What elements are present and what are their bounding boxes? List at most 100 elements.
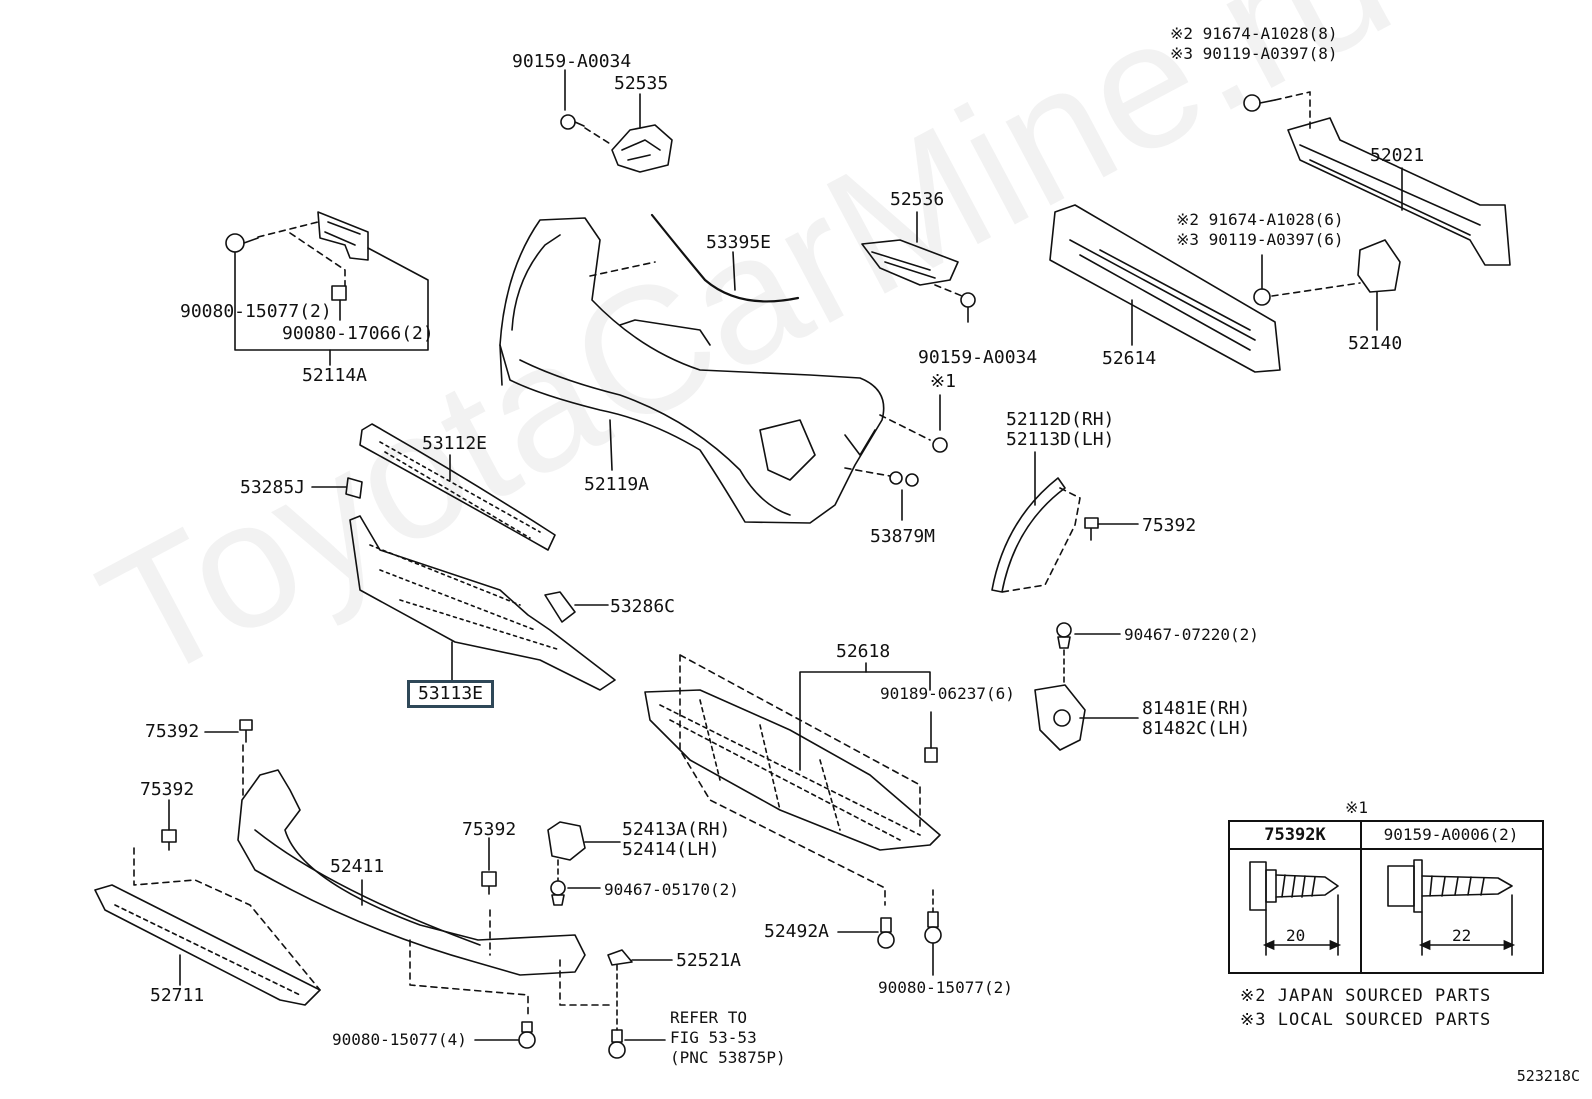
label-81481E: 81481E(RH) bbox=[1142, 698, 1251, 719]
label-90119-A0397-8: ※3 90119-A0397(8) bbox=[1170, 44, 1338, 63]
legend-divider bbox=[1360, 822, 1362, 972]
leader-52119A bbox=[609, 419, 613, 471]
legend-mark: ※1 bbox=[1345, 798, 1369, 817]
absorber-52614-shape bbox=[1049, 204, 1281, 373]
leader-53395E bbox=[732, 251, 736, 291]
grille-53113E-shape bbox=[349, 515, 616, 691]
bolt-91674-top-shape bbox=[1243, 94, 1276, 112]
leader-52618-box bbox=[799, 671, 931, 771]
dash-52114A bbox=[257, 221, 346, 287]
leader-52114A-box bbox=[234, 247, 429, 351]
label-refer-to: REFER TO bbox=[670, 1008, 748, 1027]
label-fig-53-53[interactable]: FIG 53-53 bbox=[670, 1028, 757, 1047]
label-90159-A0034-mid: 90159-A0034 bbox=[918, 347, 1038, 368]
bolt-90080-15077-4-shape bbox=[518, 1021, 536, 1049]
label-90119-A0397-6: ※3 90119-A0397(6) bbox=[1176, 230, 1344, 249]
clip-75392-c-shape bbox=[481, 871, 497, 895]
label-52711: 52711 bbox=[150, 985, 205, 1006]
label-75392-a: 75392 bbox=[145, 721, 200, 742]
legend-dim-22: 22 bbox=[1452, 926, 1472, 945]
note-japan-sourced: ※2 JAPAN SOURCED PARTS bbox=[1240, 986, 1492, 1006]
bracket-81481E-shape bbox=[1034, 684, 1086, 751]
clip-90467-07220-shape bbox=[1056, 622, 1072, 686]
dash-52021 bbox=[1274, 91, 1311, 131]
clip-90467-05170-shape bbox=[550, 859, 566, 906]
label-90080-17066-2: 90080-17066(2) bbox=[282, 323, 434, 344]
label-52413A: 52413A(RH) bbox=[622, 819, 731, 840]
bolt-ref-53-53-shape bbox=[608, 964, 626, 1059]
dash-52536 bbox=[934, 284, 963, 297]
bracket-52413A-shape bbox=[547, 821, 586, 861]
label-52618: 52618 bbox=[836, 641, 891, 662]
bracket-52114A-shape bbox=[317, 211, 369, 301]
dash-52140 bbox=[1271, 282, 1361, 297]
label-90189-06237: 90189-06237(6) bbox=[880, 684, 1015, 703]
legend-screw-90159-A0006-shape bbox=[1387, 859, 1516, 956]
clip-52521A-shape bbox=[607, 949, 633, 966]
cover-53286C-shape bbox=[544, 591, 576, 623]
reinforcement-52021-shape bbox=[1287, 117, 1511, 266]
legend-table: 75392K 90159-A0006(2) 20 22 bbox=[1228, 820, 1544, 974]
label-52614: 52614 bbox=[1102, 348, 1157, 369]
dash-ref1 bbox=[879, 414, 931, 441]
label-ref1-bolt: ※1 bbox=[930, 371, 956, 392]
label-90080-15077-4: 90080-15077(4) bbox=[332, 1030, 467, 1049]
grille-53112E-shape bbox=[359, 423, 556, 551]
label-91674-A1028-6: ※2 91674-A1028(6) bbox=[1176, 210, 1344, 229]
label-53285J: 53285J bbox=[240, 477, 306, 498]
dash-52411 bbox=[242, 744, 611, 1016]
label-52411: 52411 bbox=[330, 856, 385, 877]
label-53113E-highlighted[interactable]: 53113E bbox=[407, 680, 495, 708]
bracket-52536-shape bbox=[861, 239, 959, 286]
label-91674-A1028-8: ※2 91674-A1028(8) bbox=[1170, 24, 1338, 43]
bolt-91674-mid-shape bbox=[1253, 254, 1271, 306]
dash-53879M bbox=[844, 467, 891, 477]
diagram-id: 523218C bbox=[1516, 1067, 1580, 1085]
label-52414: 52414(LH) bbox=[622, 839, 720, 860]
clip-53285J-shape bbox=[345, 477, 363, 499]
label-52113D: 52113D(LH) bbox=[1006, 429, 1115, 450]
label-52140: 52140 bbox=[1348, 333, 1403, 354]
bumper-cover-52119A-shape bbox=[499, 217, 885, 524]
bolt-52492A-shape bbox=[877, 917, 895, 949]
label-75392-c: 75392 bbox=[462, 819, 517, 840]
clip-75392-r-shape bbox=[1084, 517, 1099, 541]
label-75392-b: 75392 bbox=[140, 779, 195, 800]
clip-75392-a-shape bbox=[239, 719, 253, 743]
label-52492A: 52492A bbox=[764, 921, 830, 942]
label-52536: 52536 bbox=[890, 189, 945, 210]
liner-52112D-shape bbox=[991, 477, 1081, 593]
label-52114A: 52114A bbox=[302, 365, 368, 386]
clip-75392-b-shape bbox=[161, 829, 177, 851]
label-81482C: 81482C(LH) bbox=[1142, 718, 1251, 739]
legend-header-75392K: 75392K bbox=[1230, 822, 1362, 850]
legend-screw-75392K-shape bbox=[1249, 861, 1342, 956]
label-90467-05170: 90467-05170(2) bbox=[604, 880, 739, 899]
bracket-52140-shape bbox=[1357, 239, 1401, 293]
dash-90159-52535 bbox=[584, 127, 613, 146]
undercover-52618-shape bbox=[644, 654, 941, 906]
bolt-90080-15077-2b-shape bbox=[924, 889, 942, 976]
legend-dim-20: 20 bbox=[1286, 926, 1306, 945]
bolt-ref1-shape bbox=[932, 394, 948, 453]
label-53879M: 53879M bbox=[870, 526, 936, 547]
legend-header-90159-A0006: 90159-A0006(2) bbox=[1360, 822, 1542, 850]
label-90080-15077-2b: 90080-15077(2) bbox=[878, 978, 1013, 997]
molding-53395E-shape bbox=[650, 213, 800, 303]
note-local-sourced: ※3 LOCAL SOURCED PARTS bbox=[1240, 1010, 1492, 1030]
label-90080-15077-2: 90080-15077(2) bbox=[180, 301, 332, 322]
label-53112E: 53112E bbox=[422, 433, 488, 454]
skid-52711-shape bbox=[94, 847, 321, 1006]
bolt-90159-mid-shape bbox=[960, 292, 976, 323]
label-52021: 52021 bbox=[1370, 145, 1425, 166]
label-90467-07220: 90467-07220(2) bbox=[1124, 625, 1259, 644]
label-90159-A0034-top: 90159-A0034 bbox=[512, 51, 632, 72]
spoiler-52411-shape bbox=[237, 769, 586, 976]
dash-53395E bbox=[589, 261, 656, 277]
bolt-90159-top-shape bbox=[560, 114, 585, 130]
label-52119A: 52119A bbox=[584, 474, 650, 495]
bolt-90080-15077-shape bbox=[225, 233, 259, 253]
label-53395E: 53395E bbox=[706, 232, 772, 253]
label-53286C: 53286C bbox=[610, 596, 676, 617]
